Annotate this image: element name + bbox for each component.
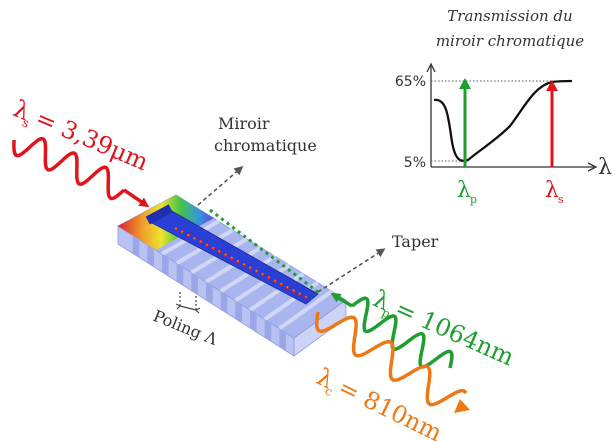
poling-domain-face — [235, 300, 242, 323]
signal-arrow — [123, 188, 150, 208]
idler-dotted-path — [174, 227, 313, 301]
poling-domain-stripe — [248, 272, 305, 312]
pump-arrow — [330, 292, 353, 308]
poling-period-marker — [175, 292, 201, 314]
pump-value: = 1064nm — [391, 294, 519, 371]
miroir-label-line2: chromatique — [214, 136, 317, 155]
pump-dotted-path — [209, 208, 319, 294]
miroir-pointer-arrow — [197, 166, 244, 206]
chart-lambda-s-sub: s — [558, 193, 564, 206]
chart-ytick-5: 5% — [404, 155, 426, 171]
poling-domain-face — [147, 244, 154, 267]
signal-wave — [12, 136, 126, 201]
poling-domain-face — [250, 310, 257, 333]
miroir-label-line1: Miroir — [218, 114, 270, 133]
chart-x-axis-label: λ — [598, 155, 612, 180]
poling-label: Poling Λ — [151, 306, 221, 349]
signal-lambda: λ — [9, 94, 34, 126]
signal-label: λ s = 3,39μm — [9, 94, 152, 177]
chart-lambda-s-symbol: λ — [545, 178, 559, 203]
poling-domain-face — [279, 328, 286, 351]
poling-domain-face — [176, 263, 184, 286]
chart-y-axis-arrowhead — [426, 62, 436, 73]
poling-domain-stripe — [234, 263, 291, 303]
poling-domain-face — [264, 319, 272, 342]
chart-lambda-p-label: λ p — [457, 178, 477, 206]
input-coupler — [145, 204, 173, 225]
poling-stripes-front — [132, 235, 286, 351]
taper-pointer-arrow — [317, 248, 386, 293]
crystal-chip — [117, 194, 347, 357]
pump-marker-arrowhead — [459, 78, 471, 89]
chart-lambda-p-sub: p — [470, 193, 477, 206]
chart-ytick-65: 65% — [395, 74, 426, 90]
chart-lambda-s-label: λ s — [545, 178, 564, 206]
chart-title-line2: miroir chromatique — [436, 32, 584, 50]
poling-domain-face — [191, 272, 198, 295]
transmission-chart: Transmission du miroir chromatique 65% 5… — [395, 7, 612, 206]
poling-domain-face — [220, 291, 228, 314]
chart-lambda-p-symbol: λ — [457, 178, 471, 203]
poling-domain-face — [162, 254, 169, 277]
chart-title-line1: Transmission du — [447, 7, 572, 25]
poling-domain-face — [132, 235, 140, 258]
poling-domain-face — [206, 282, 213, 305]
idler-arrowhead — [454, 399, 470, 413]
idler-wave — [314, 311, 468, 407]
signal-subscript: s — [20, 115, 31, 130]
signal-marker-arrowhead — [546, 80, 558, 91]
taper-label: Taper — [392, 232, 439, 251]
poling-domain-stripe — [278, 289, 333, 331]
signal-value: = 3,39μm — [31, 104, 152, 177]
transmission-curve — [433, 79, 573, 163]
chart-x-axis-arrowhead — [587, 162, 598, 172]
